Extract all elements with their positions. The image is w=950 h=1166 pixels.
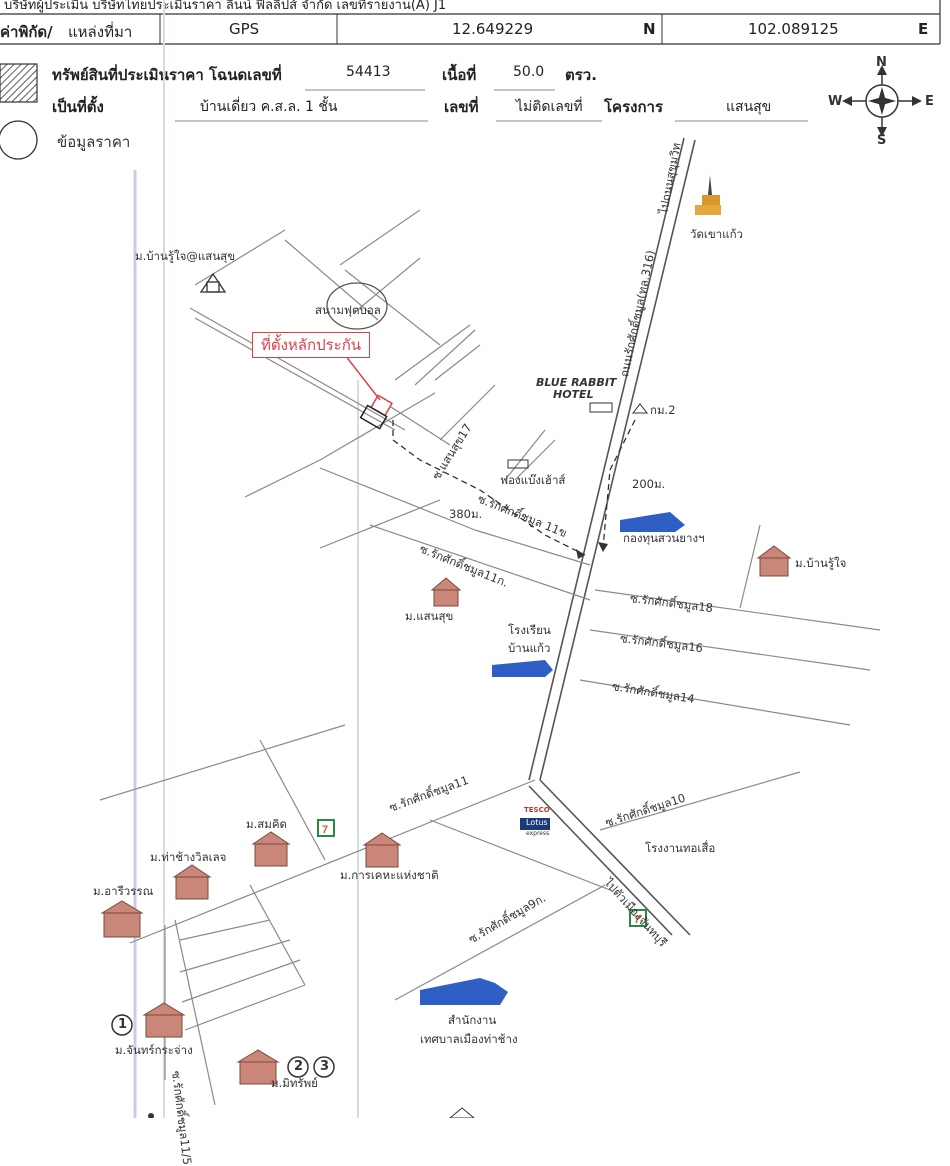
deed-no: 54413 — [346, 64, 391, 80]
house-no-label: เลขที่ — [444, 98, 479, 116]
label-mo-sansuk: ม.แสนสุข — [405, 609, 454, 623]
latitude-value: 12.649229 — [452, 20, 534, 38]
area-value: 50.0 — [513, 64, 545, 80]
road-rak9k: ซ.รักศักดิ์ชมูล9ก. — [466, 890, 549, 947]
coord-label: ค่าพิกัด/ — [0, 23, 53, 41]
compass-e: E — [925, 94, 934, 109]
road-rak11: ซ.รักศักดิ์ชมูล11 — [387, 772, 471, 815]
collateral-parcel — [359, 394, 393, 430]
circle-3-label: 3 — [320, 1059, 330, 1074]
location-label: เป็นที่ตั้ง — [52, 98, 104, 116]
label-mo-somkid: ม.สมคิด — [246, 817, 287, 831]
label-distance-200: 200ม. — [632, 477, 666, 491]
compass-n: N — [876, 55, 887, 70]
label-school-1: โรงเรียน — [508, 623, 551, 637]
lat-dir: N — [643, 20, 656, 38]
road-sukhumvit: ไปถนนสุขุมวิท — [656, 141, 684, 216]
label-football-field: สนามฟุตบอล — [315, 303, 381, 317]
circle-2-label: 2 — [294, 1059, 304, 1074]
compass-w: W — [828, 94, 843, 109]
label-ban-rujai-sansuk: ม.บ้านรู้ใจ@แสนสุข — [135, 249, 236, 263]
longitude-value: 102.089125 — [748, 20, 839, 38]
house-no-value: ไม่ติดเลขที่ — [516, 99, 583, 115]
area-unit: ตรว. — [565, 66, 597, 84]
label-distance-380: 380ม. — [449, 507, 483, 521]
road-rak16: ซ.รักศักดิ์ชมูล16 — [619, 631, 704, 656]
label-blue-rabbit: BLUE RABBIT — [536, 376, 617, 389]
temple-icon — [695, 175, 721, 215]
road-rak11k: ซ.รักศักดิ์ชมูล11ก. — [417, 541, 511, 590]
area-label: เนื้อที่ — [442, 66, 477, 84]
location-value: บ้านเดี่ยว ค.ส.ล. 1 ชั้น — [200, 99, 338, 115]
appraised-label: ทรัพย์สินที่ประเมินราคา โฉนดเลขที่ — [52, 66, 282, 84]
road-raksakchamun-316: ถนนรักศักดิ์ชมูล(ทล.316) — [617, 248, 658, 379]
road-sansuk17: ซ.แสนสุข17 — [429, 421, 475, 483]
label-hotel: HOTEL — [553, 388, 594, 401]
label-municipal-2: เทศบาลเมืองท่าช้าง — [420, 1032, 518, 1046]
label-municipal-1: สำนักงาน — [448, 1013, 497, 1027]
circle-1-label: 1 — [118, 1017, 128, 1032]
lon-dir: E — [918, 20, 929, 38]
label-tesco: TESCO — [524, 806, 550, 814]
collateral-callout: ที่ตั้งหลักประกัน — [252, 332, 370, 358]
report-header: บริษัทผู้ประเมิน บริษัทไทยประเมินราคา ลิ… — [0, 0, 950, 122]
label-lotus: Lotus — [526, 818, 548, 827]
label-mo-chanpen: ม.จันทร์กระจ่าง — [115, 1043, 193, 1057]
label-mo-thachang: ม.ท่าช้างวิลเลจ — [150, 850, 227, 864]
project-value: แสนสุข — [726, 99, 772, 115]
road-to-chanthaburi: ไปตัวเมืองจันทบุรี — [601, 875, 670, 950]
source-label: แหล่งที่มา — [68, 23, 133, 41]
top-line: บริษัทผู้ประเมิน บริษัทไทยประเมินราคา ลิ… — [4, 0, 447, 13]
road-rak14: ซ.รักศักดิ์ชมูล14 — [611, 679, 696, 706]
label-wat-khao-kaew: วัดเขาแก้ว — [690, 227, 744, 241]
compass-s: S — [877, 133, 887, 148]
house-icons — [100, 545, 792, 1085]
header-lines — [0, 0, 941, 122]
label-fund-office: กองทุนสวนยางฯ — [623, 531, 705, 545]
road-rak10: ซ.รักศักดิ์ชมูล10 — [603, 790, 688, 830]
price-legend-circle — [0, 120, 38, 160]
label-fongbang: ฟองแบ๊งเฮ้าส์ — [500, 473, 566, 487]
gps-label: GPS — [229, 20, 260, 38]
svg-text:7: 7 — [322, 824, 328, 836]
label-school-2: บ้านแก้ว — [508, 641, 551, 655]
label-ban-rujai: ม.บ้านรู้ใจ — [795, 556, 847, 570]
label-mo-ariwan: ม.อารีวรรณ — [93, 884, 154, 898]
price-info-label: ข้อมูลราคา — [57, 133, 131, 151]
label-factory: โรงงานทอเสื่อ — [645, 841, 716, 855]
road-rak18: ซ.รักศักดิ์ชมูล18 — [629, 591, 714, 616]
road-rak11kh: ซ.รักศักดิ์ชมูล 11ข — [475, 491, 570, 541]
label-express: express — [526, 830, 550, 837]
label-housing-auth: ม.การเคหะแห่งชาติ — [340, 868, 439, 882]
label-km2: กม.2 — [650, 403, 676, 417]
project-label: โครงการ — [604, 98, 664, 116]
label-mo-mitrap: ม.มิทรัพย์ — [271, 1076, 318, 1090]
